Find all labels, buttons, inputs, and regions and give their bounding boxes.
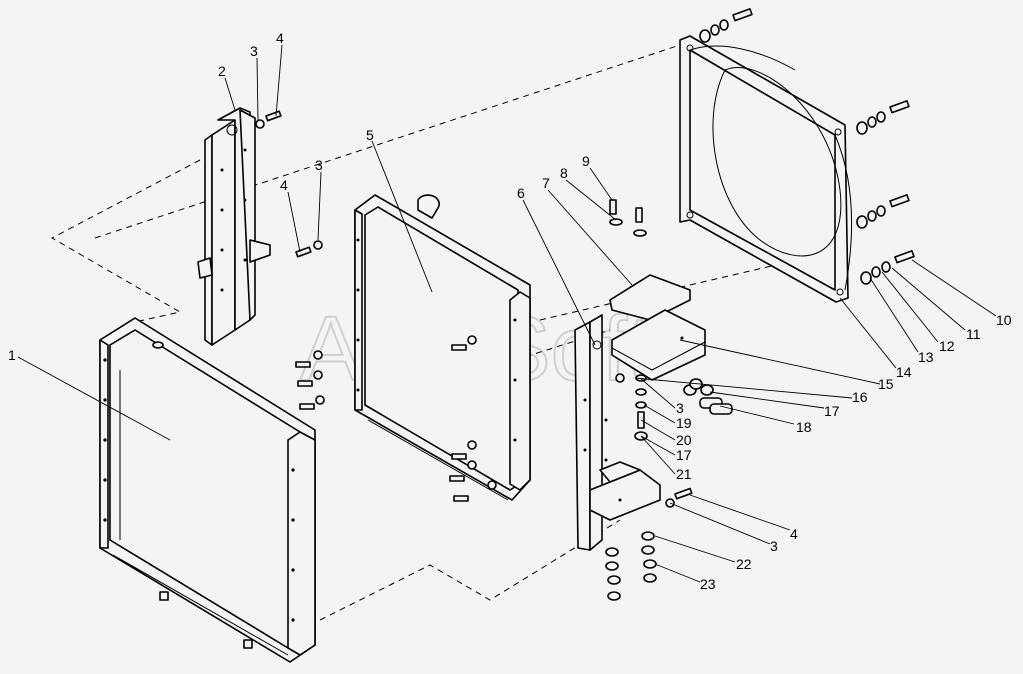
callout-16: 16 [852, 389, 868, 405]
washer-stack-22-23 [605, 531, 657, 601]
callout-4b: 4 [280, 177, 288, 193]
radiator-part-5 [354, 194, 531, 501]
radiator-core-part-1 [99, 317, 316, 663]
bracket-bolts [255, 110, 323, 258]
shroud-fasteners [699, 8, 915, 285]
callout-17: 17 [676, 447, 692, 463]
lower-bolts [665, 487, 693, 508]
callout-17b: 17 [824, 403, 840, 419]
callout-15: 15 [878, 376, 894, 392]
callout-7: 7 [542, 175, 550, 191]
callout-11: 11 [966, 326, 981, 342]
callout-19: 19 [676, 415, 692, 431]
side-bracket-part-2 [197, 107, 271, 346]
callout-3c: 3 [676, 400, 684, 416]
callout-labels: 1 2 3 4 3 4 5 6 7 8 9 3 19 20 17 21 10 1… [8, 30, 1012, 592]
washer-set-16-18 [683, 378, 733, 415]
callout-12: 12 [939, 338, 955, 354]
callout-8: 8 [560, 165, 568, 181]
callout-3b: 3 [315, 157, 323, 173]
callout-9: 9 [582, 153, 590, 169]
callout-5: 5 [366, 127, 374, 143]
callout-21: 21 [676, 466, 692, 482]
radiator-bolts [295, 335, 497, 502]
callout-22: 22 [736, 556, 752, 572]
callout-23: 23 [700, 576, 716, 592]
callout-4: 4 [276, 30, 284, 46]
callout-leaders [17, 44, 997, 583]
callout-13: 13 [918, 349, 934, 365]
callout-2: 2 [218, 63, 226, 79]
callout-4c: 4 [790, 526, 798, 542]
callout-14: 14 [896, 364, 912, 380]
callout-1: 1 [8, 347, 16, 363]
callout-3: 3 [250, 43, 258, 59]
callout-10: 10 [996, 312, 1012, 328]
callout-20: 20 [676, 432, 692, 448]
fan-shroud [679, 35, 852, 303]
callout-6: 6 [517, 185, 525, 201]
mounting-plates-part-7-15 [609, 274, 706, 383]
callout-3d: 3 [770, 538, 778, 554]
callout-18: 18 [796, 419, 812, 435]
